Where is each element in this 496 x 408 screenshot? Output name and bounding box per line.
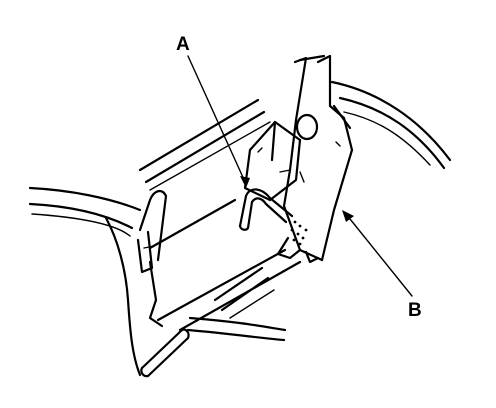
- grease-dots: [290, 220, 308, 246]
- callout-b: B: [342, 210, 422, 321]
- callout-b-arrowhead: [342, 210, 354, 222]
- center-block: [243, 120, 302, 202]
- callout-b-label: B: [408, 300, 422, 321]
- callout-a-leader: [187, 55, 247, 185]
- callout-a-arrowhead: [240, 176, 250, 188]
- lever-arm: [276, 54, 354, 264]
- right-body-outline: [330, 80, 452, 170]
- hook-rod: [238, 188, 294, 231]
- bottom-rods: [140, 328, 190, 378]
- callout-b-leader: [345, 213, 413, 297]
- support-platform: [138, 98, 302, 342]
- callout-a-label: A: [176, 34, 190, 55]
- left-body-outline: [28, 186, 142, 377]
- callout-a: A: [176, 34, 250, 188]
- spring-clip: [136, 190, 168, 328]
